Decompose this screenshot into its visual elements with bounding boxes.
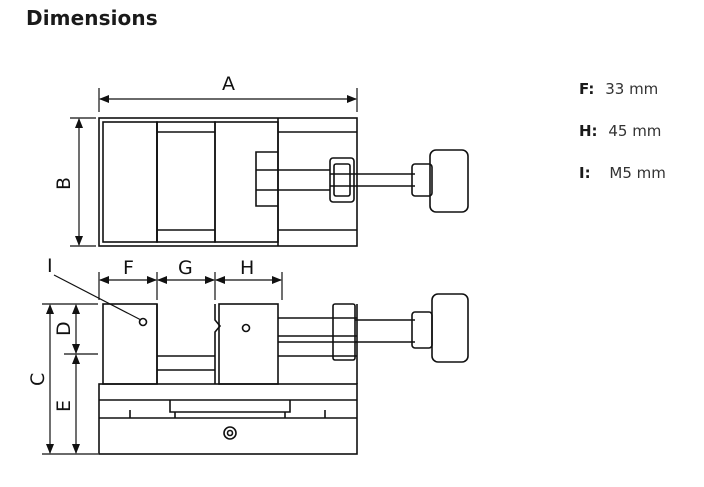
side-view bbox=[98, 293, 469, 455]
dim-label-a: A bbox=[222, 73, 235, 95]
dim-label-i: I bbox=[47, 255, 53, 277]
spec-row-h: H: 45 mm bbox=[579, 122, 661, 140]
dim-label-g: G bbox=[178, 257, 193, 279]
dim-label-d: D bbox=[53, 321, 75, 336]
dim-label-b: B bbox=[53, 177, 75, 190]
spec-value: 45 mm bbox=[608, 122, 662, 140]
spec-key: F: bbox=[579, 80, 595, 98]
dim-label-e: E bbox=[53, 400, 75, 412]
dim-label-f: F bbox=[123, 257, 134, 279]
spec-row-i: I: M5 mm bbox=[579, 164, 666, 182]
spec-row-f: F: 33 mm bbox=[579, 80, 658, 98]
spec-value: M5 mm bbox=[609, 164, 666, 182]
spec-key: H: bbox=[579, 122, 598, 140]
spec-key: I: bbox=[579, 164, 591, 182]
top-view bbox=[98, 117, 469, 247]
spec-value: 33 mm bbox=[605, 80, 659, 98]
dim-label-h: H bbox=[240, 257, 254, 279]
dim-label-c: C bbox=[27, 373, 49, 386]
page-title: Dimensions bbox=[26, 6, 158, 30]
